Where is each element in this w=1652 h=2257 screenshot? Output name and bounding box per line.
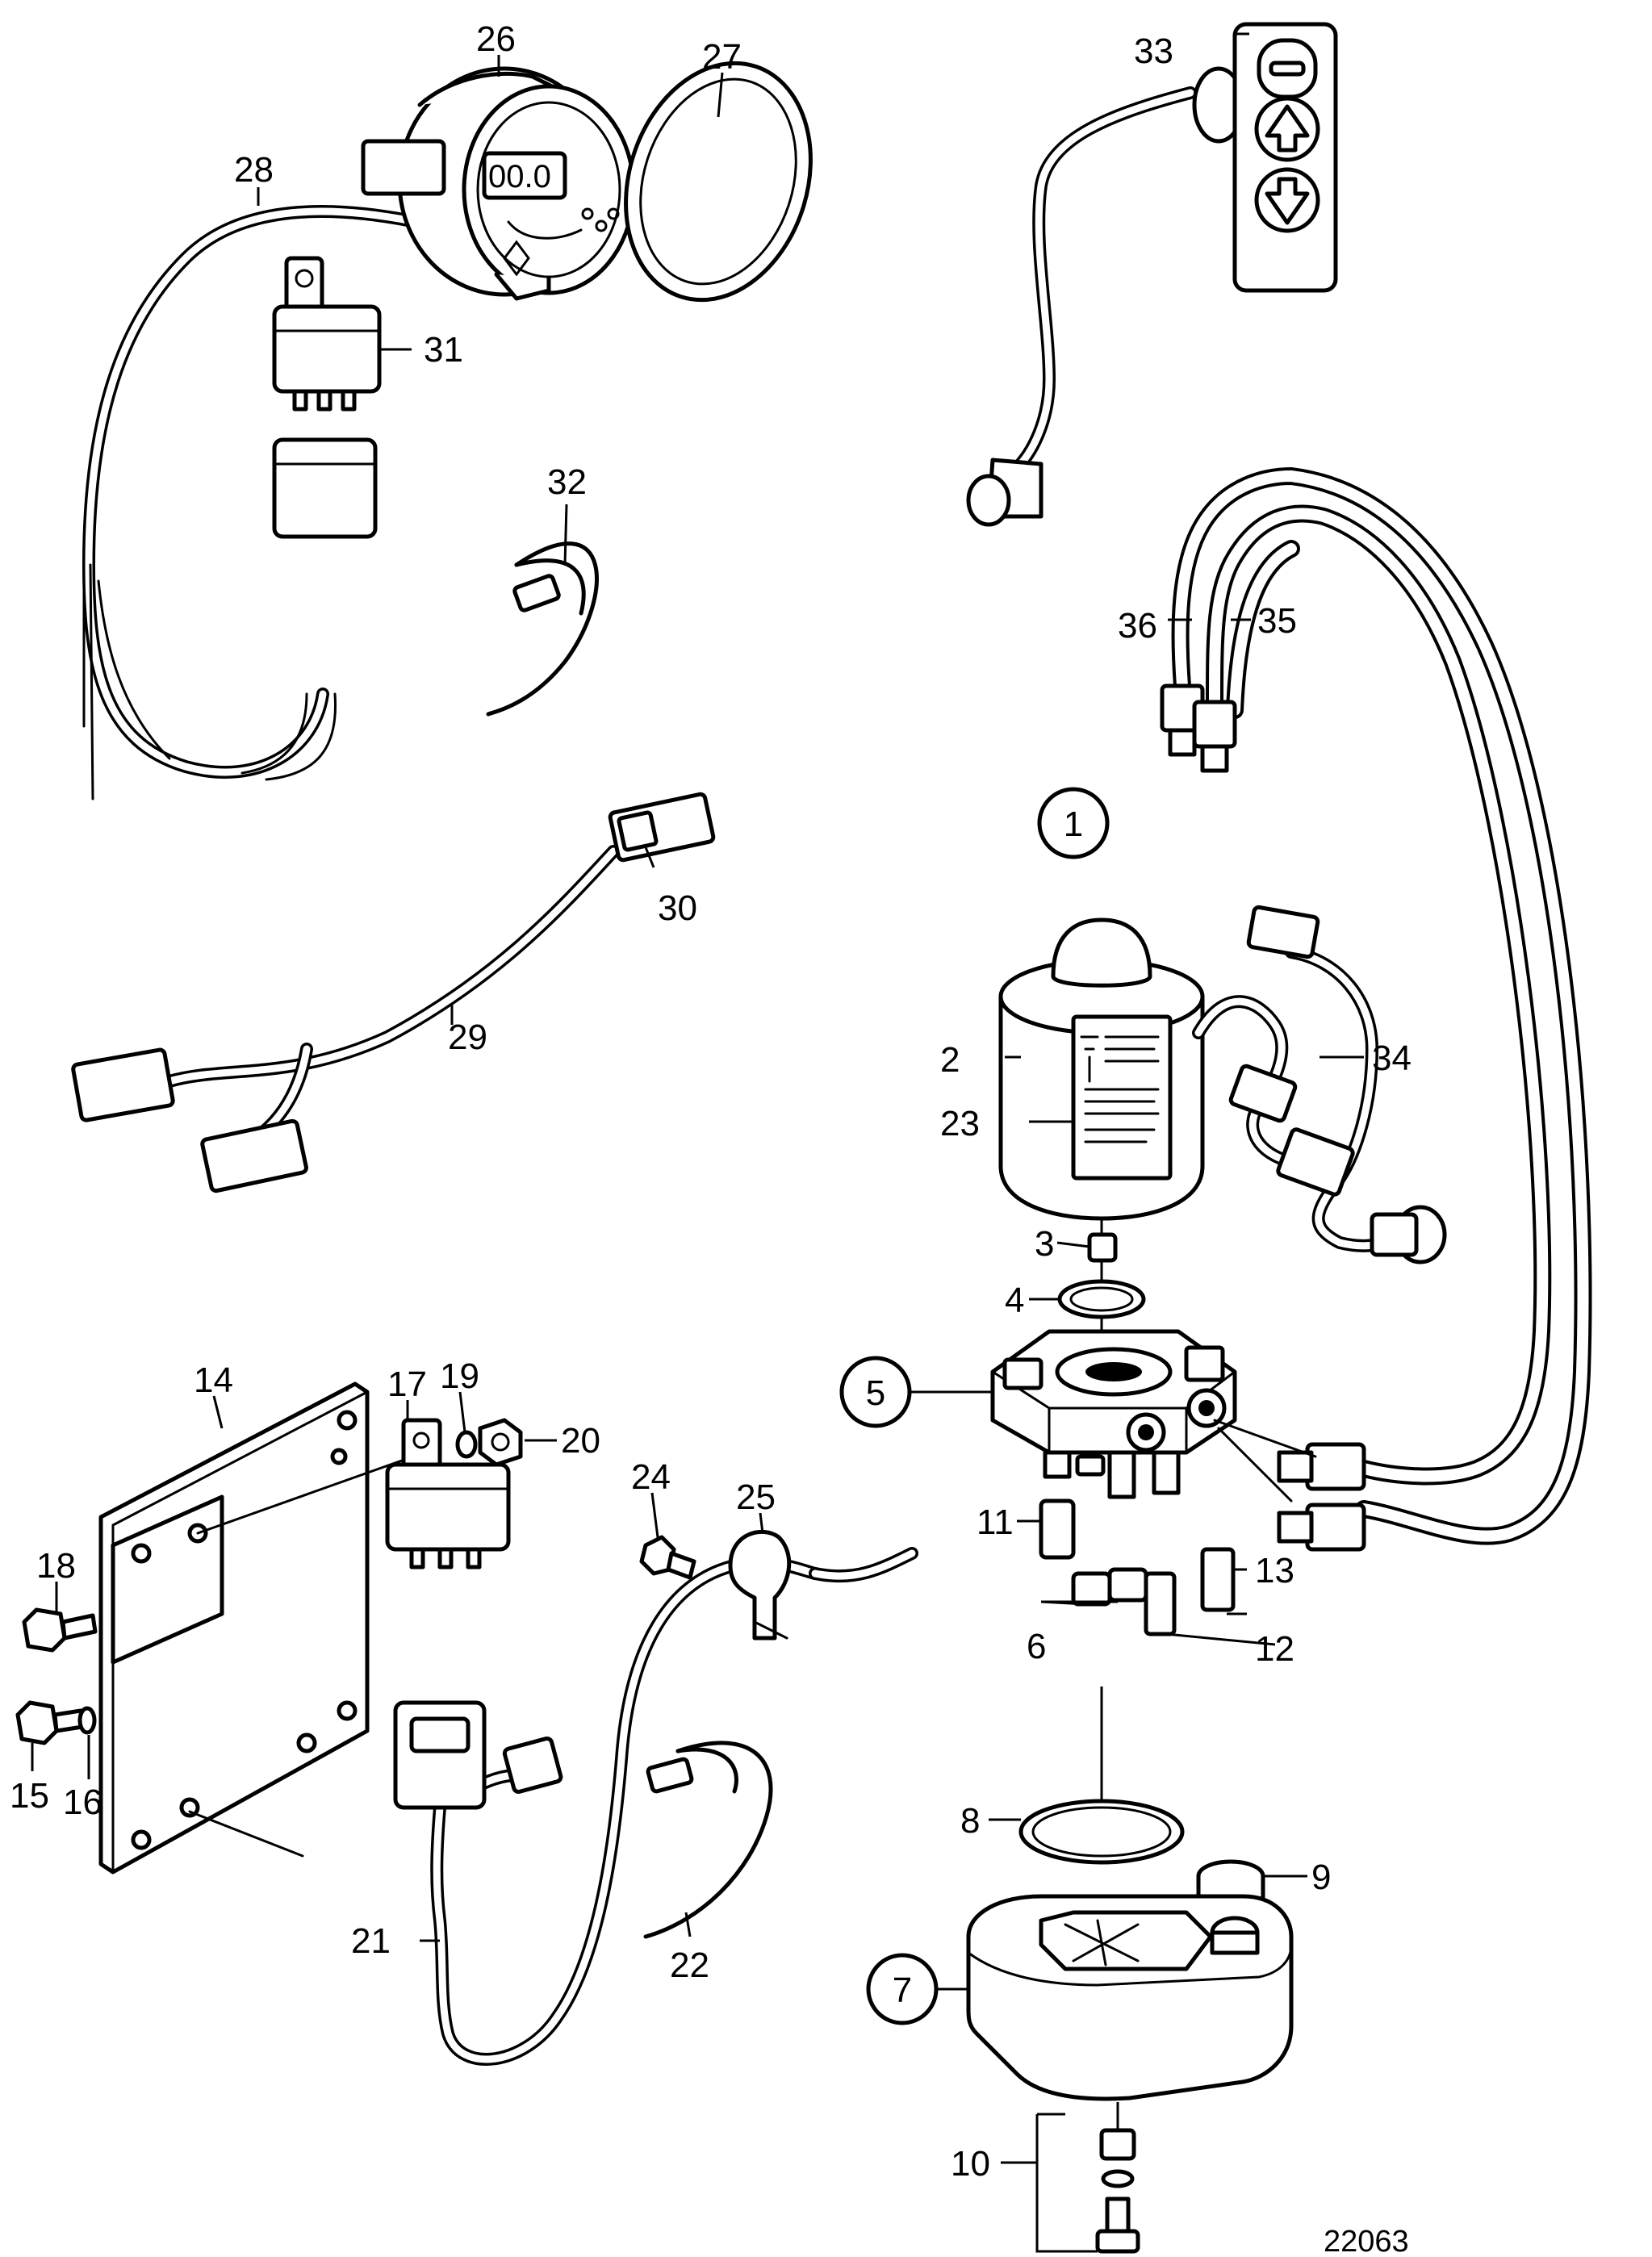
callout-17: 17 [387,1365,427,1404]
callout-2: 2 [940,1040,960,1080]
washer-icon [455,1430,478,1459]
arrow-down-icon [1265,177,1310,225]
hose-fitting-icon [1160,683,1237,773]
callout-14: 14 [194,1360,233,1400]
hose-fitting-icon [1277,1442,1366,1552]
callout-4: 4 [1005,1281,1024,1320]
connector-icon [200,1118,308,1193]
drawing-number: 22063 [1324,2225,1409,2257]
callout-29: 29 [448,1018,487,1057]
callout-7: 7 [893,1971,912,2010]
wiring-harness-icon [163,845,620,1152]
callout-33: 33 [1134,31,1173,71]
callout-19: 19 [440,1356,479,1396]
gauge-display: 00.0 [488,159,551,194]
connector-icon [608,792,716,863]
o-ring-icon [1018,1799,1185,1865]
relay-socket-icon [272,437,378,539]
fitting-icon [1039,1450,1236,1636]
wiring-harness-icon [82,205,458,800]
callout-circle [1037,787,1110,859]
clamp-icon [728,1529,792,1641]
connector-icon [1228,905,1447,1264]
drain-plug-set-icon [1035,2102,1140,2254]
callout-6: 6 [1027,1627,1046,1666]
callout-15: 15 [10,1776,49,1816]
connector-icon [71,1047,175,1122]
callout-35: 35 [1257,601,1297,641]
leader-lines [31,32,1364,2164]
callout-circle [839,1356,912,1428]
callout-1: 1 [1064,805,1083,844]
relay-icon [272,256,382,412]
callout-18: 18 [36,1546,76,1586]
gauge-icon: 00.0 [361,66,636,301]
connector-icon [966,458,1043,527]
callout-10: 10 [951,2144,990,2184]
callout-circle [866,1953,939,2025]
callout-11: 11 [977,1503,1014,1542]
pump-motor-icon [998,917,1205,1221]
relay-socket-icon [393,1700,487,1810]
callout-34: 34 [1372,1039,1412,1078]
connector-icon [502,1737,563,1794]
hose-icon [1171,467,1592,1545]
callout-26: 26 [476,19,516,59]
valve-block-icon [990,1329,1237,1455]
callout-22: 22 [670,1946,709,1985]
callout-9: 9 [1311,1858,1331,1897]
bolt-icon [639,1535,696,1580]
callout-24: 24 [631,1457,671,1497]
callout-3: 3 [1035,1224,1054,1264]
plug-icon [1087,1232,1118,1263]
callout-8: 8 [960,1801,980,1841]
callout-13: 13 [1255,1551,1294,1590]
reservoir-icon [966,1894,1294,2101]
sealing-ring-icon [624,61,813,303]
callout-16: 16 [63,1783,102,1822]
callout-12: 12 [1255,1629,1294,1669]
callout-31: 31 [424,330,463,370]
relay-icon [385,1418,511,1569]
callout-32: 32 [547,462,587,502]
cable-tie-icon [486,541,599,717]
callout-20: 20 [561,1421,600,1461]
callout-27: 27 [702,37,742,77]
nut-icon [478,1418,523,1467]
bolt-icon [15,1700,85,1745]
arrow-up-icon [1265,104,1310,153]
washer-icon [77,1706,97,1735]
o-ring-icon [1057,1279,1146,1319]
callout-labels: 1 2 3 4 5 6 7 8 9 10 11 12 13 14 15 16 1… [10,19,1412,2257]
callout-28: 28 [234,150,274,190]
control-panel-icon [1010,22,1338,474]
callout-5: 5 [866,1373,885,1413]
callout-36: 36 [1118,606,1157,646]
bolt-icon [22,1607,98,1653]
cable-tie-icon [643,1741,773,1939]
callout-23: 23 [940,1104,980,1143]
callout-30: 30 [658,888,697,928]
callout-25: 25 [736,1477,776,1517]
bracket-icon [98,1381,370,1875]
callout-21: 21 [351,1921,391,1961]
